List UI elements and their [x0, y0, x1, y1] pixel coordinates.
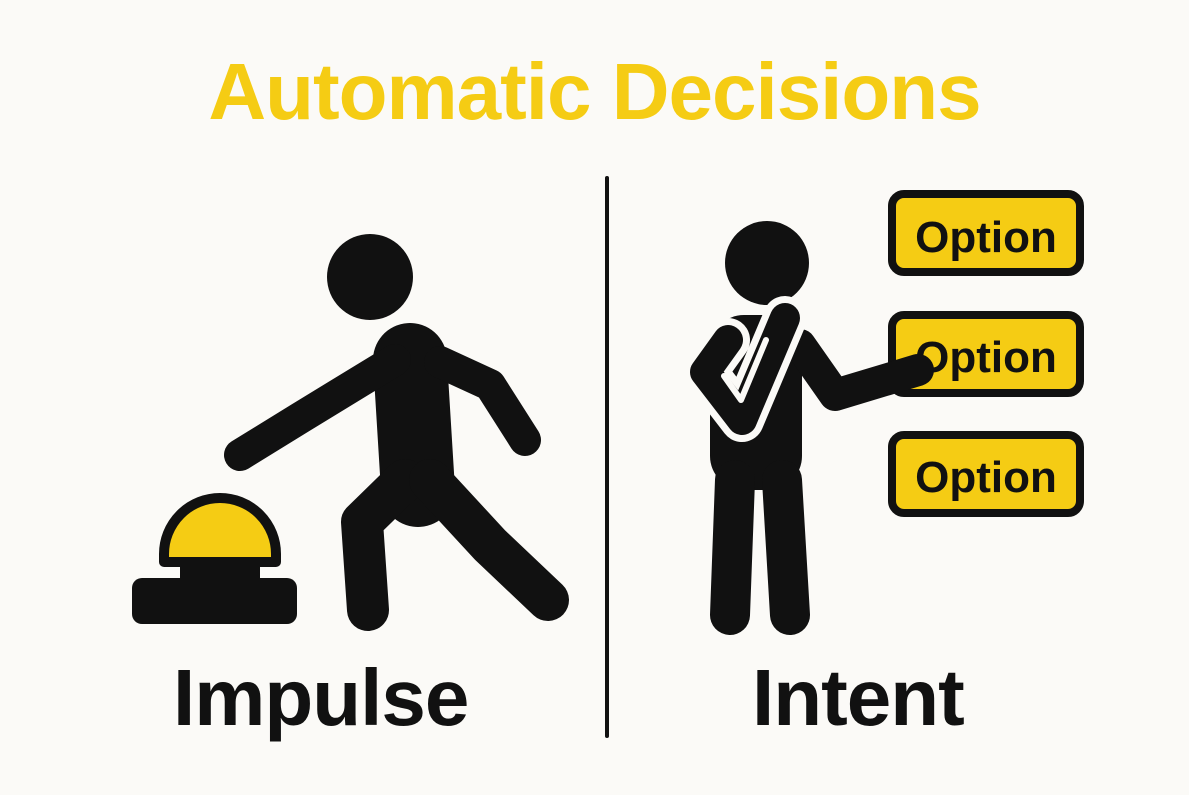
- checkmark-icon: [721, 337, 769, 403]
- impulse-label: Impulse: [173, 653, 469, 742]
- option-label: Option: [915, 213, 1057, 262]
- option-button[interactable]: Option: [888, 190, 1084, 276]
- option-button[interactable]: Option: [888, 431, 1084, 517]
- intent-label: Intent: [752, 653, 965, 742]
- option-label: Option: [915, 453, 1057, 502]
- thinking-person-icon: [683, 221, 934, 635]
- walking-person-icon: [224, 234, 569, 631]
- push-button-icon: [132, 493, 297, 624]
- center-divider: [605, 176, 609, 738]
- option-label: Option: [915, 333, 1057, 382]
- option-button[interactable]: Option: [888, 311, 1084, 397]
- diagram-title: Automatic Decisions: [208, 47, 981, 136]
